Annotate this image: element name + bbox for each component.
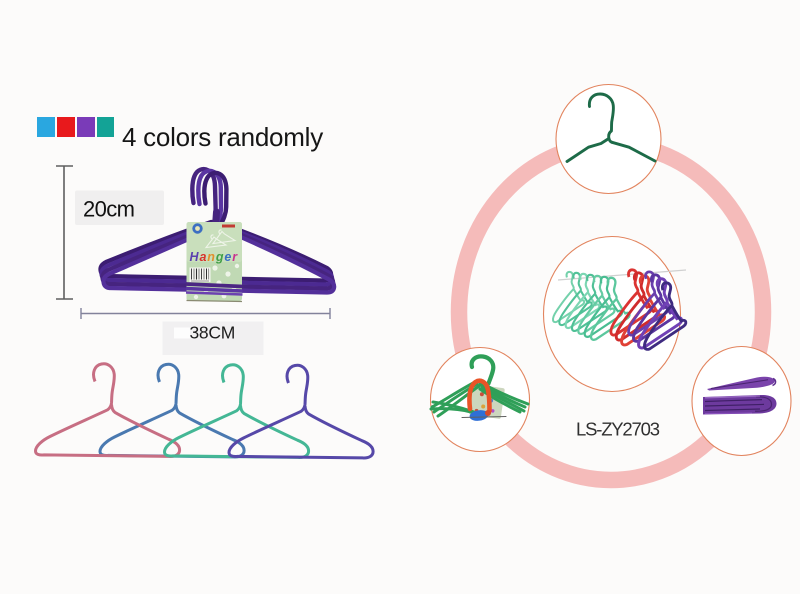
- svg-text:LS-ZY2703: LS-ZY2703: [576, 419, 660, 440]
- svg-text:38CM: 38CM: [190, 323, 235, 343]
- svg-text:Hanger: Hanger: [190, 250, 239, 264]
- svg-text:4 colors randomly: 4 colors randomly: [122, 122, 323, 152]
- svg-text:20cm: 20cm: [83, 197, 134, 222]
